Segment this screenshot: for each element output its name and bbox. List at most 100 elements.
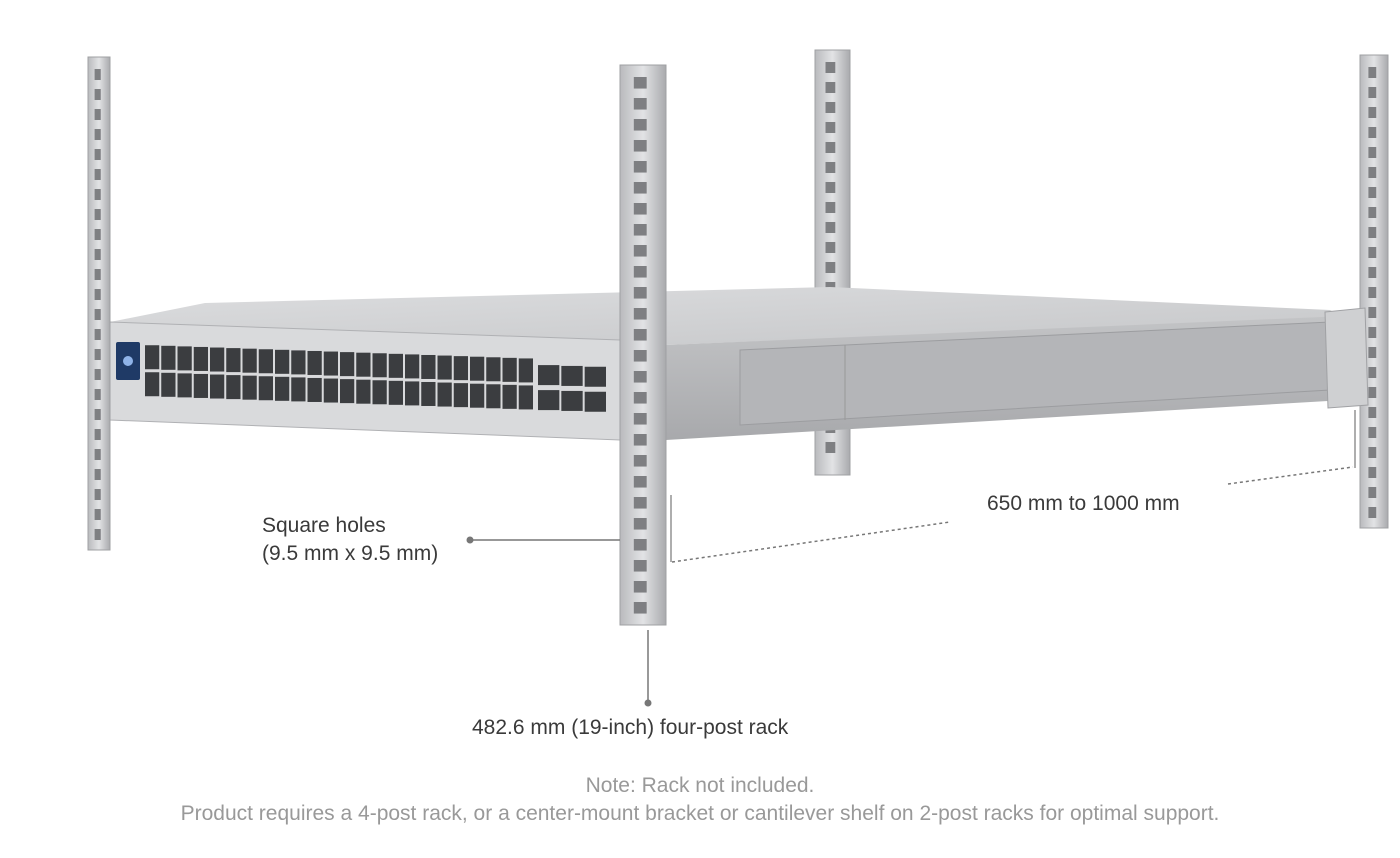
sfp-port [453,383,468,408]
note-rack-requirements: Product requires a 4-post rack, or a cen… [180,802,1220,825]
qsfp-port [584,366,606,387]
square-hole [633,266,647,278]
square-hole [1368,407,1377,418]
qsfp-port [561,365,583,386]
sfp-port [356,352,371,377]
sfp-port [502,357,517,382]
sfp-port [193,346,208,371]
sfp-port [372,380,387,405]
square-hole [825,262,836,273]
sfp-port [161,345,176,370]
square-hole [94,469,101,480]
sfp-port [145,372,160,397]
sfp-port [193,373,208,398]
square-hole [1368,287,1377,298]
sfp-port [323,378,338,403]
note-rack-not-included: Note: Rack not included. [585,774,815,797]
sfp-port [437,355,452,380]
square-hole [825,442,836,453]
rack-post-back-right [1359,54,1389,529]
square-hole [94,489,101,500]
square-hole [94,169,101,180]
rack-post-front-left [87,56,111,551]
square-hole [1368,327,1377,338]
square-hole [825,122,836,133]
sfp-port [258,349,273,374]
square-hole [1368,307,1377,318]
sfp-port [502,384,517,409]
sfp-port [210,374,225,399]
port-grid [145,345,606,412]
square-hole [633,203,647,215]
square-hole [1368,267,1377,278]
square-hole [94,209,101,220]
square-hole [1368,367,1377,378]
square-hole [825,102,836,113]
square-hole [94,249,101,260]
square-hole [633,77,647,89]
depth-dimension-line [671,521,951,563]
square-hole [94,109,101,120]
square-holes-size-label: (9.5 mm x 9.5 mm) [262,542,439,565]
sfp-port [453,356,468,381]
sfp-port [291,377,306,402]
sfp-port [421,381,436,406]
square-hole [94,89,101,100]
square-hole [1368,107,1377,118]
sfp-port [323,351,338,376]
display-indicator [123,356,133,366]
square-hole [633,476,647,488]
square-hole [1368,207,1377,218]
sfp-port [242,348,257,373]
square-hole [1368,447,1377,458]
sfp-port [275,349,290,374]
rack-width-label: 482.6 mm (19-inch) four-post rack [472,716,789,739]
qsfp-port [538,365,560,386]
sfp-port [177,373,192,398]
network-switch [109,287,1369,441]
sfp-port [258,376,273,401]
square-hole [94,409,101,420]
square-hole [1368,387,1377,398]
square-hole [633,518,647,530]
square-hole [94,269,101,280]
square-hole [94,229,101,240]
square-hole [633,161,647,173]
square-hole [94,189,101,200]
sfp-port [518,385,533,410]
sfp-port [356,379,371,404]
square-hole [633,581,647,593]
square-hole [94,529,101,540]
square-hole [633,560,647,572]
square-hole [633,539,647,551]
sfp-port [307,377,322,402]
sfp-port [421,354,436,379]
rack-post-front-right [619,64,667,626]
sfp-port [405,381,420,406]
square-hole [825,162,836,173]
square-hole [633,224,647,236]
sfp-port [226,375,241,400]
square-hole [825,202,836,213]
square-hole [94,69,101,80]
square-hole [1368,227,1377,238]
annotation-lines [466,410,1356,707]
sfp-port [340,352,355,377]
square-hole [825,142,836,153]
square-hole [1368,487,1377,498]
sfp-port [210,347,225,372]
square-hole [94,509,101,520]
sfp-port [518,358,533,383]
sfp-port [388,353,403,378]
square-hole [1368,147,1377,158]
square-hole [94,329,101,340]
sfp-port [242,375,257,400]
square-hole [633,182,647,194]
qsfp-port [584,391,606,412]
square-hole [825,182,836,193]
square-hole [633,392,647,404]
square-hole [1368,247,1377,258]
sfp-port [161,372,176,397]
square-hole [1368,87,1377,98]
